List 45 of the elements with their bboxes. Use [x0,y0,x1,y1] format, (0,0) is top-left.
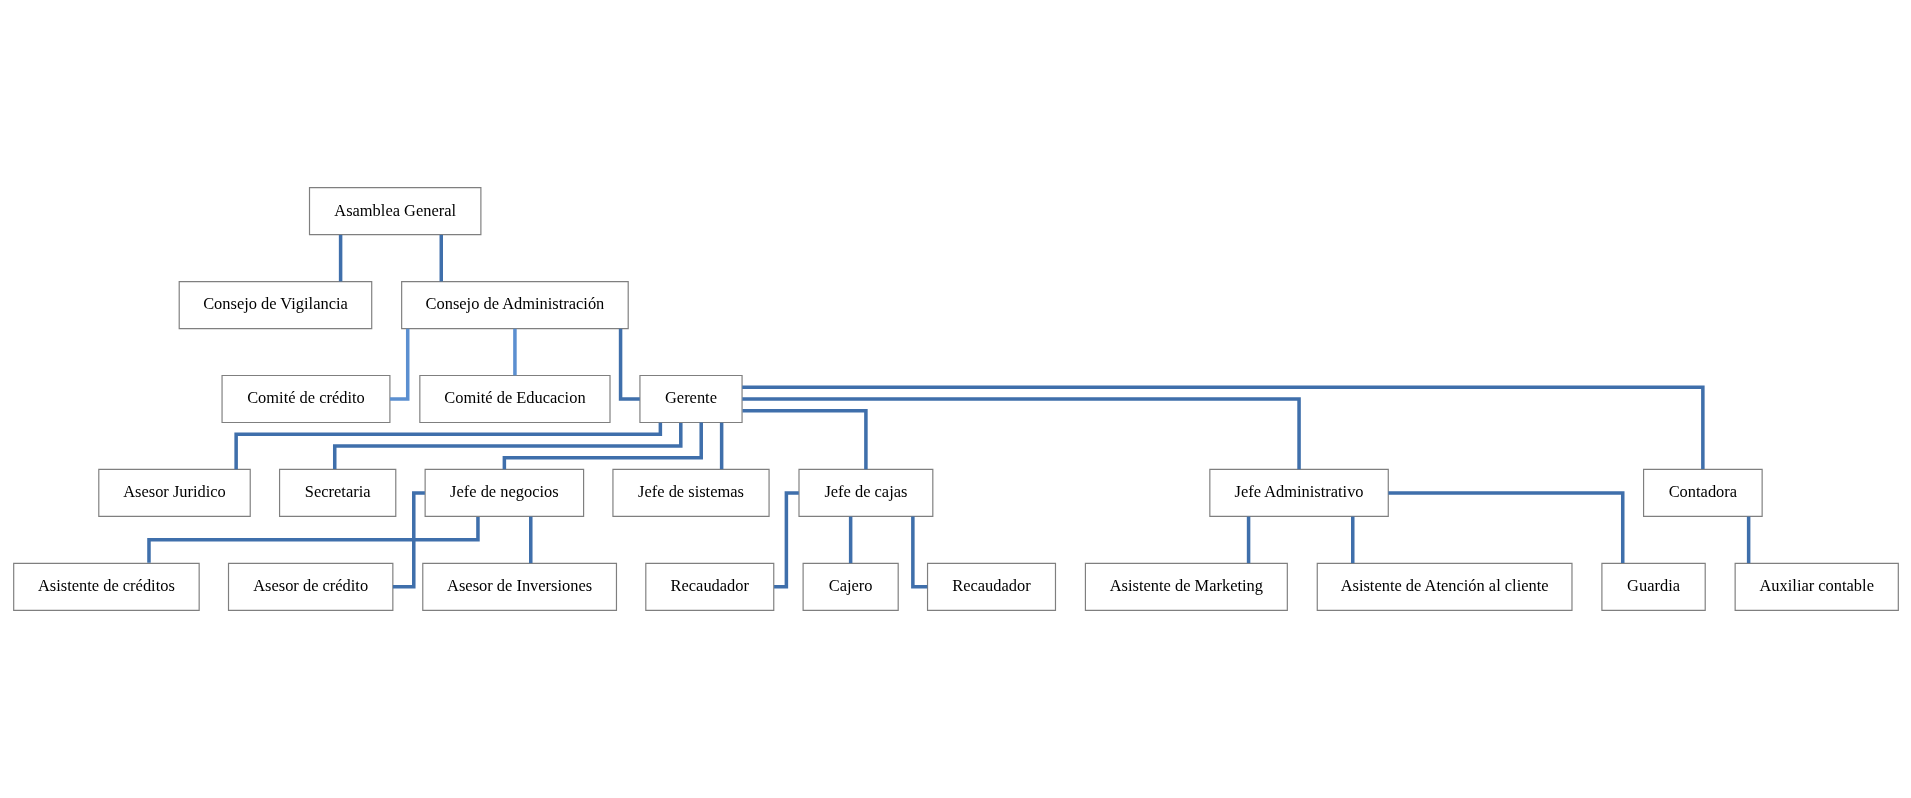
node-box: Consejo de Administración [400,281,629,330]
connector [512,328,517,376]
node-box: Jefe de negocios [424,468,584,517]
connector [742,409,868,470]
connector [848,516,852,564]
node-box: Asesor Juridico [97,468,251,517]
node-box: Comité de Educacion [418,374,611,424]
node-box: Guardia [1600,562,1706,611]
connector [618,328,640,401]
connector [439,234,443,282]
node-box: Secretaria [278,468,396,517]
connector [502,422,703,470]
connector [332,423,683,469]
node-box: Jefe de cajas [797,468,933,517]
node-box: Consejo de Vigilancia [178,281,372,330]
node-box: Jefe de sistemas [611,468,770,517]
node-box: Auxiliar contable [1734,562,1899,611]
connector [910,516,927,589]
connector [1746,516,1750,564]
connector [1387,491,1624,564]
connector [741,385,1705,469]
node-box: Comité de crédito [220,374,390,424]
connector [719,422,723,470]
node-box: Asistente de Atención al cliente [1316,562,1573,611]
node-box: Contadora [1642,468,1763,517]
connector [389,328,409,401]
connector [741,397,1301,470]
node-box: Asesor de crédito [227,562,393,611]
node-box: Cajero [802,562,899,611]
connector [392,491,425,589]
connector [1350,516,1354,564]
node-box: Recaudador [644,562,774,611]
node-box: Jefe Administrativo [1208,468,1389,517]
node-box: Asistente de créditos [12,562,200,611]
node-box: Asamblea General [308,187,481,236]
node-box: Asistente de Marketing [1084,562,1288,611]
node-box: Recaudador [926,562,1056,611]
connector [528,516,533,564]
connector [1246,516,1250,564]
node-box: Gerente [638,374,743,424]
connector [773,491,799,589]
connector [338,234,342,282]
node-box: Asesor de Inversiones [421,562,617,611]
connector [233,422,662,470]
connector [146,516,480,563]
